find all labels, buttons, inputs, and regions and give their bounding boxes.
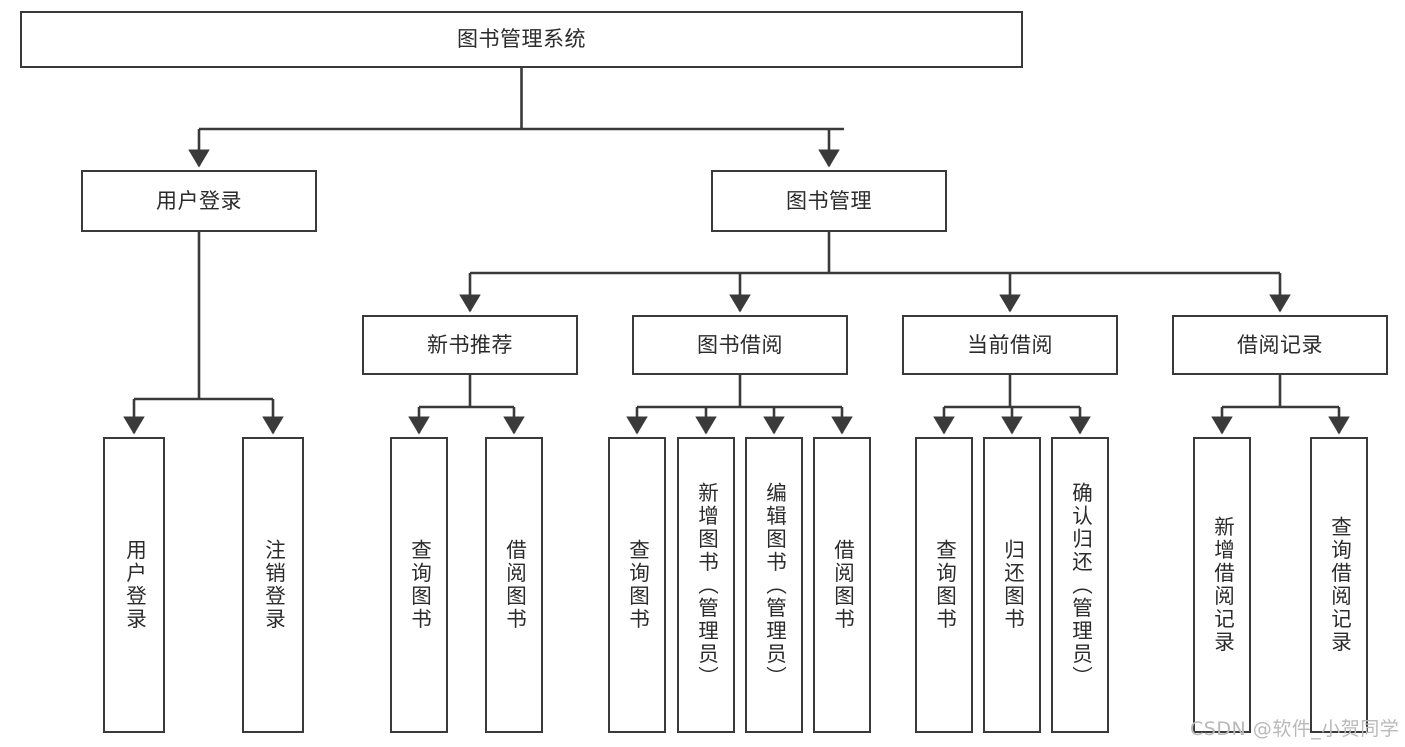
csdn-watermark: CSDN @软件_小贺同学: [1190, 718, 1400, 740]
node-leaf-borrow-book-rec-label: 借阅图书: [502, 539, 527, 631]
node-borrow-record[interactable]: 借阅记录: [1172, 315, 1388, 375]
node-leaf-query-borrow-record-label: 查询借阅记录: [1327, 516, 1352, 654]
node-leaf-edit-book-label: 编辑图书（管理员）: [762, 481, 787, 689]
node-leaf-confirm-return-label: 确认归还（管理员）: [1068, 481, 1093, 689]
node-leaf-borrow-book-label: 借阅图书: [830, 539, 855, 631]
node-leaf-user-logout-label: 注销登录: [261, 539, 286, 631]
node-new-book-rec[interactable]: 新书推荐: [362, 315, 578, 375]
node-leaf-add-borrow-record-label: 新增借阅记录: [1210, 516, 1235, 654]
node-book-manage[interactable]: 图书管理: [711, 170, 947, 232]
node-current-borrow-label: 当前借阅: [967, 332, 1053, 357]
node-book-manage-label: 图书管理: [786, 188, 872, 213]
node-leaf-return-book-label: 归还图书: [1000, 539, 1025, 631]
node-leaf-add-book-label: 新增图书（管理员）: [694, 481, 719, 689]
node-leaf-query-book-borrow-label: 查询图书: [625, 539, 650, 631]
node-leaf-user-login-label: 用户登录: [122, 539, 147, 631]
node-new-book-rec-label: 新书推荐: [427, 332, 513, 357]
node-user-login-label: 用户登录: [156, 188, 242, 213]
node-borrow-record-label: 借阅记录: [1237, 332, 1323, 357]
node-leaf-borrow-book[interactable]: 借阅图书: [813, 437, 871, 733]
node-leaf-return-book[interactable]: 归还图书: [983, 437, 1041, 733]
node-leaf-edit-book[interactable]: 编辑图书（管理员）: [745, 437, 803, 733]
node-leaf-borrow-book-rec[interactable]: 借阅图书: [485, 437, 543, 733]
node-leaf-query-book-rec-label: 查询图书: [407, 539, 432, 631]
node-current-borrow[interactable]: 当前借阅: [902, 315, 1118, 375]
node-leaf-query-book-cur[interactable]: 查询图书: [915, 437, 973, 733]
node-root[interactable]: 图书管理系统: [20, 11, 1023, 68]
node-leaf-query-book-borrow[interactable]: 查询图书: [608, 437, 666, 733]
node-leaf-query-book-cur-label: 查询图书: [932, 539, 957, 631]
node-book-borrow[interactable]: 图书借阅: [632, 315, 848, 375]
node-leaf-user-login[interactable]: 用户登录: [103, 437, 165, 733]
node-leaf-user-logout[interactable]: 注销登录: [242, 437, 304, 733]
node-leaf-query-book-rec[interactable]: 查询图书: [390, 437, 448, 733]
node-root-label: 图书管理系统: [457, 27, 586, 52]
node-leaf-query-borrow-record[interactable]: 查询借阅记录: [1310, 437, 1368, 733]
node-leaf-add-book[interactable]: 新增图书（管理员）: [677, 437, 735, 733]
node-leaf-confirm-return[interactable]: 确认归还（管理员）: [1051, 437, 1109, 733]
node-leaf-add-borrow-record[interactable]: 新增借阅记录: [1193, 437, 1251, 733]
node-user-login[interactable]: 用户登录: [81, 170, 317, 232]
node-book-borrow-label: 图书借阅: [697, 332, 783, 357]
